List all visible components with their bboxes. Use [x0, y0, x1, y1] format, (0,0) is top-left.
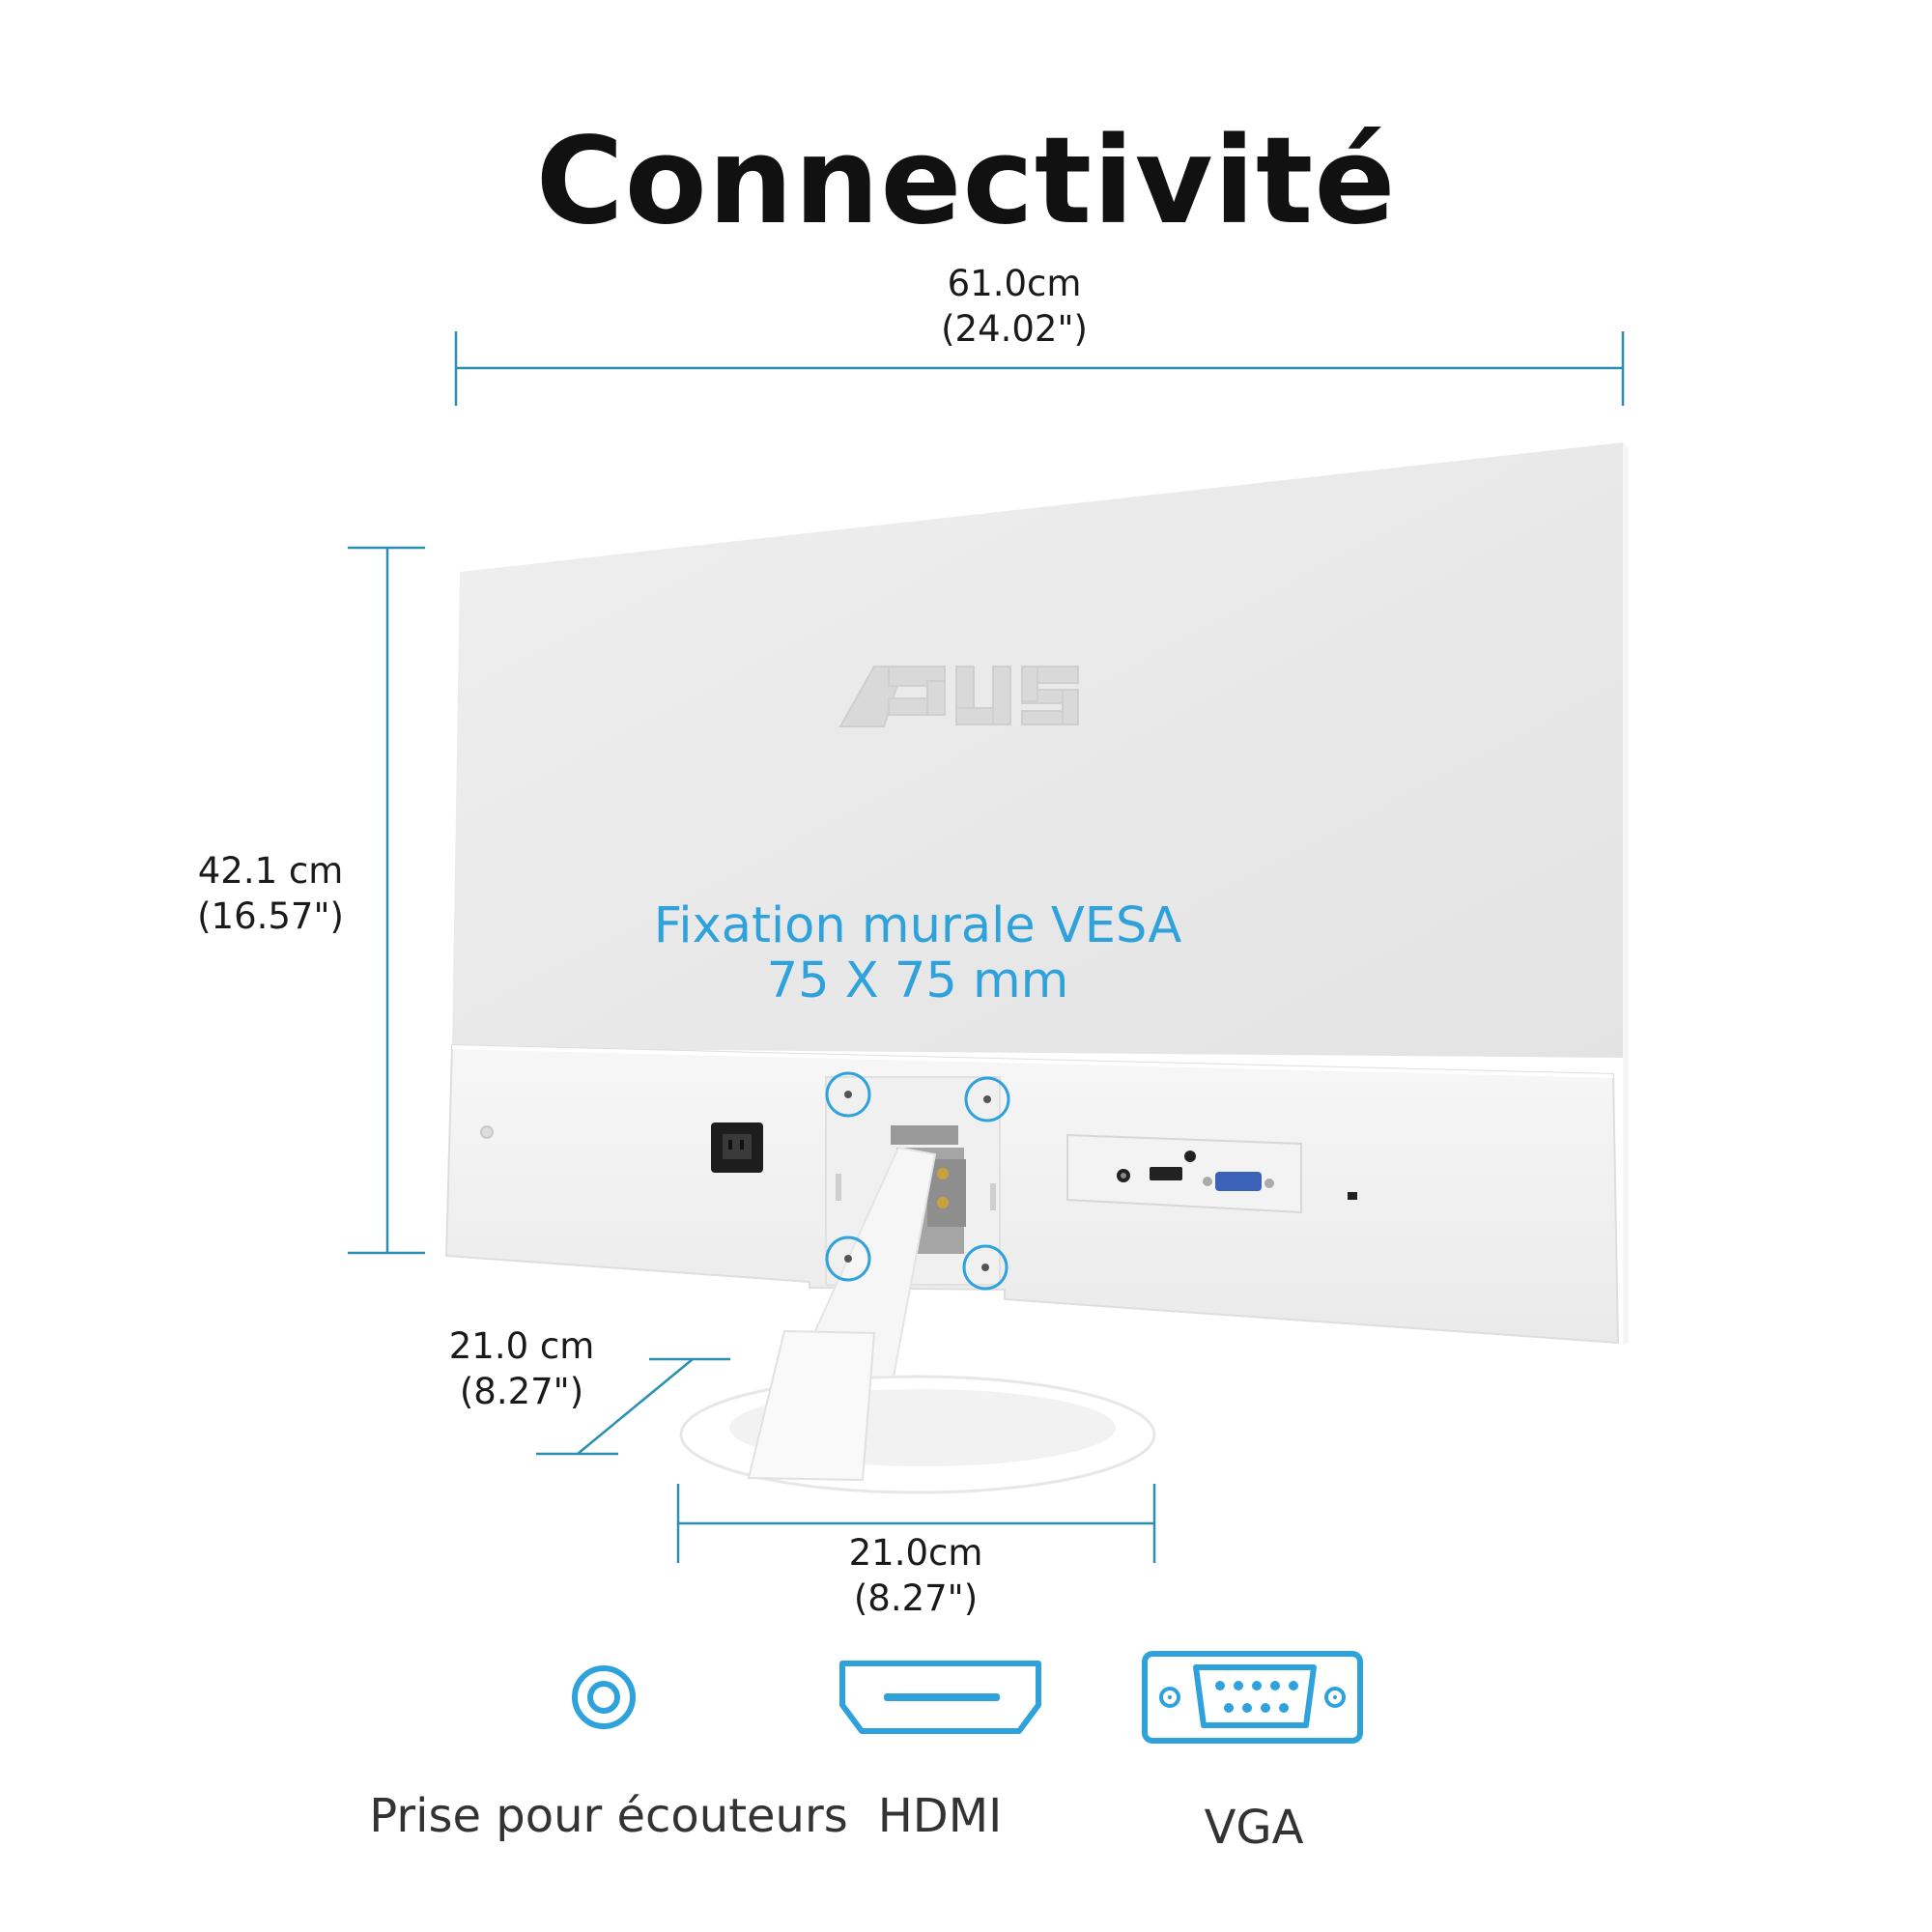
vesa-holes: [825, 1071, 1010, 1291]
vga-label: VGA: [1204, 1801, 1304, 1855]
monitor-stand: [679, 1146, 1156, 1494]
power-button-icon: [480, 1125, 494, 1139]
height-inch: (16.57"): [197, 895, 344, 937]
asus-logo: [838, 666, 1079, 727]
hdmi-port-icon: [839, 1661, 1041, 1734]
width-cm: 61.0cm: [947, 263, 1082, 304]
base-depth-inch: (8.27"): [459, 1371, 584, 1412]
base-width-dimension-label: 21.0cm (8.27"): [800, 1530, 1032, 1621]
base-width-cm: 21.0cm: [848, 1532, 983, 1574]
vga-port-icon: [1142, 1651, 1363, 1744]
vesa-callout: Fixation murale VESA 75 X 75 mm: [599, 898, 1236, 1009]
vesa-hole-icon: [964, 1076, 1010, 1122]
base-width-inch: (8.27"): [853, 1577, 979, 1619]
vesa-hole-icon: [825, 1236, 871, 1282]
monitor-back-panel: [444, 442, 1629, 1345]
hdmi-label: HDMI: [877, 1789, 1003, 1843]
base-depth-cm: 21.0 cm: [448, 1325, 595, 1367]
vesa-line-1: Fixation murale VESA: [653, 897, 1182, 954]
height-cm: 42.1 cm: [197, 850, 344, 892]
headphone-jack-icon: [572, 1665, 636, 1729]
page-title: Connectivité: [535, 112, 1397, 251]
base-width-dimension-line: [676, 1484, 1156, 1563]
power-connector: [711, 1122, 763, 1173]
vesa-hole-icon: [825, 1071, 871, 1118]
headphone-jack-label: Prise pour écouteurs: [369, 1789, 848, 1843]
rear-port-panel: [1066, 1133, 1357, 1214]
width-dimension-line: [454, 331, 1625, 406]
height-dimension-line: [348, 546, 425, 1255]
vesa-line-2: 75 X 75 mm: [766, 952, 1069, 1009]
height-dimension-label: 42.1 cm (16.57"): [155, 848, 386, 939]
width-inch: (24.02"): [941, 308, 1088, 350]
width-dimension-label: 61.0cm (24.02"): [869, 261, 1159, 352]
base-depth-dimension-label: 21.0 cm (8.27"): [406, 1323, 638, 1414]
vesa-hole-icon: [962, 1244, 1009, 1291]
base-depth-dimension-line: [536, 1357, 730, 1456]
